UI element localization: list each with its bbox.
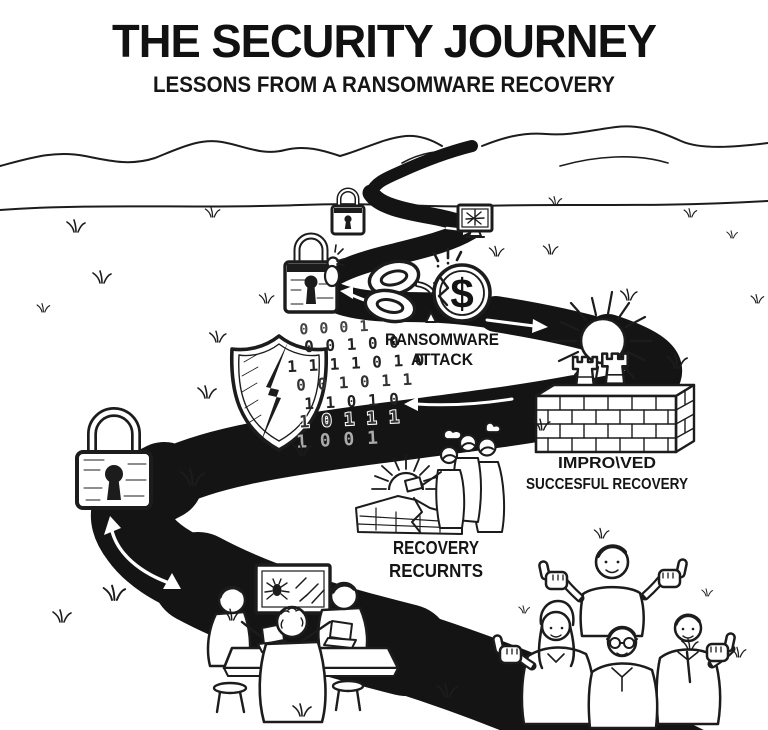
brick-pattern: [535, 389, 695, 453]
binary-row: 1 0 0 1: [296, 428, 380, 453]
thought-cloud-icon: [484, 422, 502, 433]
binary-row: 0 0 0 1: [299, 317, 370, 339]
team-member-center-glasses: [587, 625, 659, 730]
padlock-icon: [75, 407, 153, 510]
cracked-shield-lightning-icon: [229, 334, 329, 452]
thumbs-up-icon: [537, 559, 569, 591]
team-member-right: [655, 613, 736, 726]
crashed-monitor-icon: [456, 203, 494, 238]
exclamation-sparks-icon: [425, 247, 463, 323]
label-ransomware-attack-line2: ATTACK: [411, 350, 474, 369]
dollar-coin-icon: [432, 263, 492, 323]
padlock-icon: [330, 187, 366, 236]
label-recovery-recurnts-line1: RECOVERY: [393, 538, 479, 558]
dollar-symbol: $: [450, 270, 473, 317]
sunrise-over-broken-wall-with-people: [355, 422, 506, 535]
stool: [331, 679, 365, 693]
thought-cloud-icon: [443, 429, 462, 440]
thumbs-up-team: [491, 544, 737, 730]
tablet-icon: [403, 476, 424, 493]
team-member-back: [555, 544, 670, 638]
laptop-icon: [323, 620, 357, 649]
label-recovery-recurnts-line2: RECURNTS: [389, 561, 483, 581]
page-title: THE SECURITY JOURNEY: [112, 15, 656, 67]
stage-labels: RANSOMWARE ATTACK IMPRO\VED SUCCESFUL RE…: [385, 330, 688, 581]
arrow-right-icon: [532, 319, 548, 333]
padlock-icon-with-alert-bird: [283, 232, 345, 314]
label-ransomware-attack-line1: RANSOMWARE: [385, 330, 499, 349]
thumbs-up-icon: [705, 631, 737, 663]
label-improved-recovery-line1: IMPRO\VED: [558, 455, 656, 472]
stool: [212, 681, 248, 695]
thumbs-up-icon: [657, 557, 689, 589]
screen-scratches: [295, 577, 325, 604]
malware-bug-icon: [264, 578, 290, 600]
page-subtitle: LESSONS FROM A RANSOMWARE RECOVERY: [153, 72, 615, 97]
broken-chain-dollar-coin-icon: $: [363, 247, 492, 324]
binary-row: 1 1 0 1 0: [304, 389, 401, 413]
arrow-left-icon: [404, 397, 418, 411]
arrow-left-icon: [340, 286, 353, 299]
brick-wall-chess-rooks-sun: [534, 290, 696, 454]
label-improved-recovery-line2: SUCCESFUL RECOVERY: [526, 476, 688, 493]
arrow-down-icon: [163, 573, 181, 589]
incident-response-team-table: [206, 563, 400, 724]
analyst-center-back: [258, 605, 327, 724]
binary-row: 0 0 1 0 0: [304, 332, 401, 356]
recovering-people: [403, 433, 506, 533]
arrow-up-icon: [104, 516, 121, 535]
binary-code: 0 0 0 1 0 0 1 0 0 1 1 1 1 0 1 0 0 0 1 0 …: [287, 317, 426, 453]
